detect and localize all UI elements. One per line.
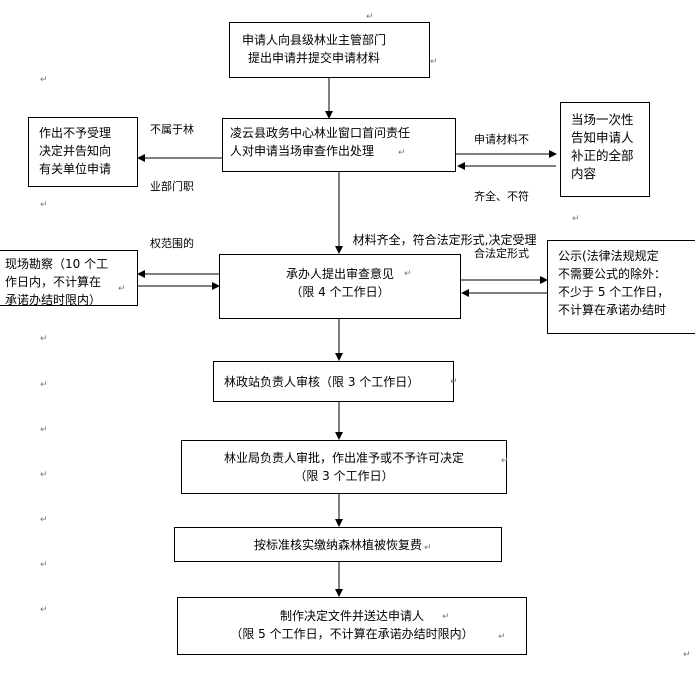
node-survey-line-2: 作日内，不计算在 xyxy=(5,275,102,289)
paragraph-mark: ↵ xyxy=(40,334,48,344)
node-inform-line-4: 内容 xyxy=(571,166,597,181)
paragraph-mark: ↵ xyxy=(430,57,438,67)
node-window: 凌云县政务中心林业窗口首问责任 人对申请当场审查作出处理 xyxy=(222,118,456,172)
node-window-line-2: 人对申请当场审查作出处理 xyxy=(230,144,375,158)
node-inform-line-2: 告知申请人 xyxy=(571,130,634,145)
node-survey: 现场勘察（10 个工 作日内，不计算在 承诺办结时限内） xyxy=(0,250,138,307)
node-inform-line-3: 补正的全部 xyxy=(571,148,634,163)
paragraph-mark: ↵ xyxy=(40,380,48,390)
paragraph-mark: ↵ xyxy=(442,612,450,622)
node-notice-line-1: 公示(法律法规规定 xyxy=(558,249,659,263)
paragraph-mark: ↵ xyxy=(40,75,48,85)
label-incomplete-line-1: 申请材料不 xyxy=(474,133,529,146)
label-accepted-text: 材料齐全，符合法定形式,决定受理 xyxy=(352,233,537,247)
paragraph-mark: ↵ xyxy=(40,605,48,615)
node-apply-line-2: 提出申请并提交申请材料 xyxy=(248,51,381,65)
paragraph-mark: ↵ xyxy=(40,470,48,480)
label-not-in-scope-line-2: 业部门职 xyxy=(150,180,194,193)
paragraph-mark: ↵ xyxy=(40,560,48,570)
paragraph-mark: ↵ xyxy=(501,456,509,466)
node-notice-line-2: 不需要公式的除外： xyxy=(558,267,667,281)
label-accepted: 材料齐全，符合法定形式,决定受理 xyxy=(345,212,537,250)
node-reject: 作出不予受理 决定并告知向 有关单位申请 xyxy=(28,117,138,187)
paragraph-mark: ↵ xyxy=(398,148,406,158)
node-deliver-line-1: 制作决定文件并送达申请人 xyxy=(279,609,424,623)
paragraph-mark: ↵ xyxy=(40,515,48,525)
node-reject-line-3: 有关单位申请 xyxy=(39,162,112,176)
node-review: 承办人提出审查意见 （限 4 个工作日） xyxy=(219,254,461,319)
paragraph-mark: ↵ xyxy=(572,214,580,224)
node-deliver: 制作决定文件并送达申请人 （限 5 个工作日，不计算在承诺办结时限内） xyxy=(177,597,527,655)
node-fee: 按标准核实缴纳森林植被恢复费 xyxy=(174,527,502,562)
node-apply-line-1: 申请人向县级林业主管部门 xyxy=(242,33,387,47)
paragraph-mark: ↵ xyxy=(366,12,374,22)
node-window-line-1: 凌云县政务中心林业窗口首问责任 xyxy=(230,126,411,140)
node-inform: 当场一次性 告知申请人 补正的全部 内容 xyxy=(560,102,650,197)
label-incomplete-line-2: 齐全、不符 xyxy=(474,190,529,203)
node-review-line-1: 承办人提出审查意见 xyxy=(285,267,394,281)
node-bureau-line-1: 林业局负责人审批，作出准予或不予许可决定 xyxy=(223,451,464,465)
label-not-in-scope-line-3: 权范围的 xyxy=(150,237,194,250)
paragraph-mark: ↵ xyxy=(404,269,412,279)
paragraph-mark: ↵ xyxy=(683,650,691,660)
node-reject-line-1: 作出不予受理 xyxy=(39,126,112,140)
paragraph-mark: ↵ xyxy=(450,377,458,387)
node-notice-line-4: 不计算在承诺办结时 xyxy=(558,303,667,317)
node-bureau: 林业局负责人审批，作出准予或不予许可决定 （限 3 个工作日） xyxy=(181,440,507,494)
node-notice: 公示(法律法规规定 不需要公式的除外： 不少于 5 个工作日， 不计算在承诺办结… xyxy=(547,240,695,334)
node-station: 林政站负责人审核（限 3 个工作日） xyxy=(213,361,454,402)
paragraph-mark: ↵ xyxy=(118,284,126,294)
paragraph-mark: ↵ xyxy=(40,425,48,435)
label-incomplete-line-3: 合法定形式 xyxy=(474,247,529,260)
label-not-in-scope: 不属于林 业部门职 权范围的 xyxy=(150,82,194,272)
node-reject-line-2: 决定并告知向 xyxy=(39,144,112,158)
node-station-line-1: 林政站负责人审核（限 3 个工作日） xyxy=(224,375,420,389)
paragraph-mark: ↵ xyxy=(40,200,48,210)
node-apply: 申请人向县级林业主管部门 提出申请并提交申请材料 xyxy=(229,22,430,78)
node-review-line-2: （限 4 个工作日） xyxy=(290,285,390,299)
paragraph-mark: ↵ xyxy=(498,632,506,642)
node-survey-line-3: 承诺办结时限内） xyxy=(5,293,102,307)
paragraph-mark: ↵ xyxy=(424,543,432,553)
node-inform-line-1: 当场一次性 xyxy=(571,112,634,127)
label-incomplete: 申请材料不 齐全、不符 合法定形式 xyxy=(474,92,529,282)
node-survey-line-1: 现场勘察（10 个工 xyxy=(5,257,109,271)
node-notice-line-3: 不少于 5 个工作日， xyxy=(558,285,670,299)
label-not-in-scope-line-1: 不属于林 xyxy=(150,123,194,136)
node-fee-line-1: 按标准核实缴纳森林植被恢复费 xyxy=(253,538,422,552)
node-deliver-line-2: （限 5 个工作日，不计算在承诺办结时限内） xyxy=(230,627,474,641)
node-bureau-line-2: （限 3 个工作日） xyxy=(294,469,394,483)
